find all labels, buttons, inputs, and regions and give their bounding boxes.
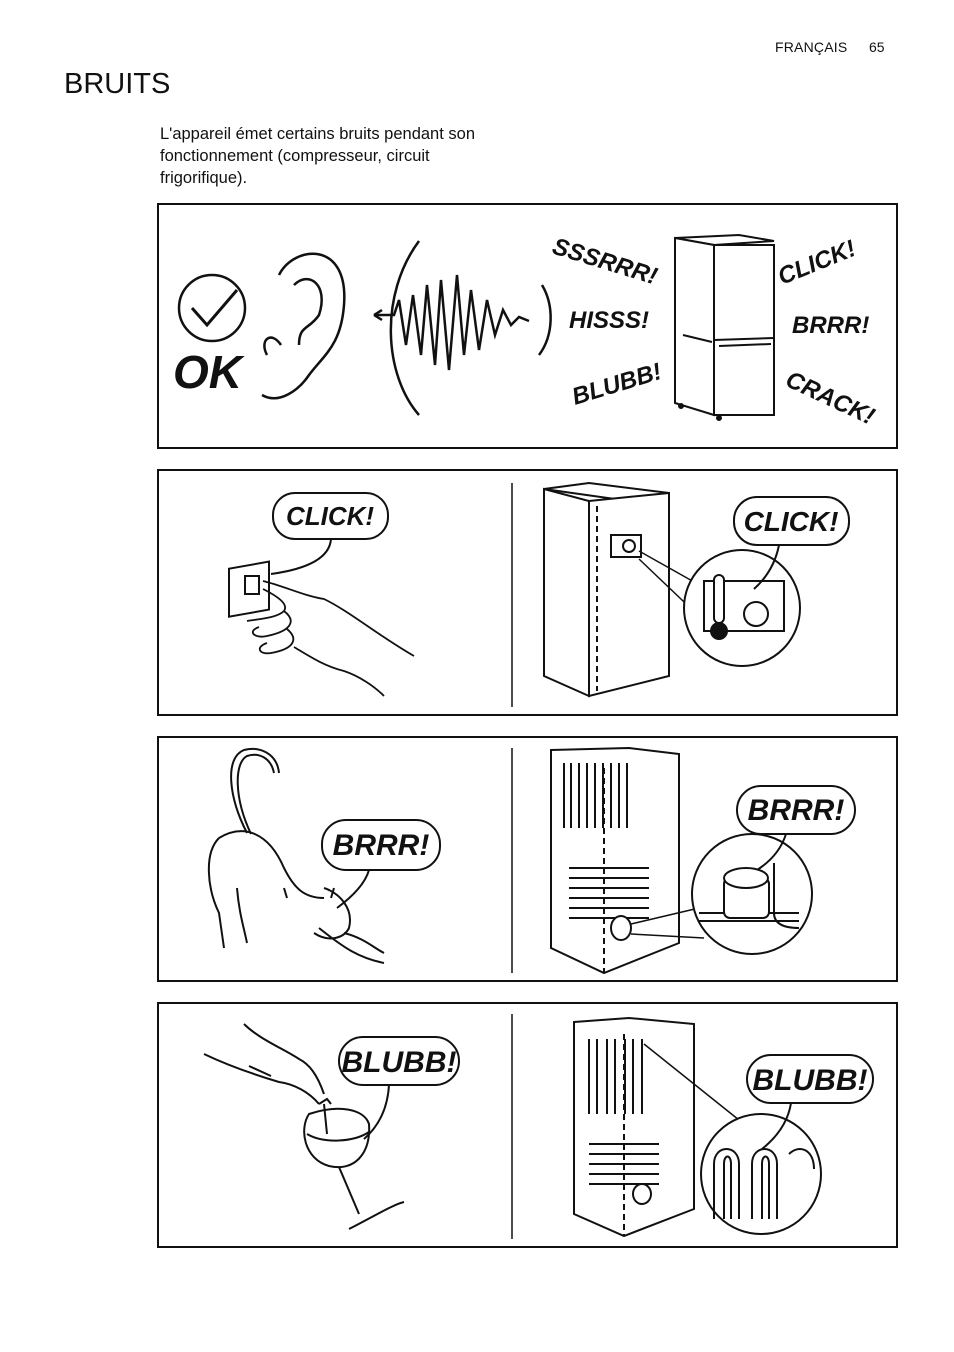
checkmark-icon [177, 273, 247, 343]
svg-text:CLICK!: CLICK! [744, 506, 839, 537]
svg-text:BLUBB!: BLUBB! [342, 1046, 457, 1079]
intro-paragraph: L'appareil émet certains bruits pendant … [160, 125, 476, 187]
brrr-panel: BRRR! BRRR! [157, 736, 898, 982]
svg-text:BRRR!: BRRR! [333, 829, 430, 862]
fridge-icon [543, 481, 670, 698]
svg-text:BRRR!: BRRR! [748, 794, 845, 827]
click-panel: CLICK! [157, 469, 898, 716]
fridge-icon [674, 233, 775, 421]
coil-magnifier [700, 1113, 822, 1235]
sound-hisss: HISSS! [569, 307, 649, 334]
bottle-icon [203, 1023, 332, 1105]
blubb-illustration: BLUBB! BLUBB! [203, 1014, 874, 1239]
speech-bubble-right: BLUBB! [746, 1054, 874, 1150]
speech-bubble-right: CLICK! [733, 496, 850, 590]
speech-bubble-left: BLUBB! [338, 1036, 460, 1140]
page-number: 65 [869, 39, 885, 55]
sound-wave-icon [373, 240, 552, 416]
hand-icon [246, 580, 415, 697]
ok-label: OK [173, 346, 245, 398]
noise-overview-illustration: OK SSSRRR! HISSS! BLUBB! CLICK! [173, 233, 879, 431]
sound-crack: CRACK! [781, 366, 878, 430]
ear-icon [261, 252, 346, 400]
speech-bubble-left: BRRR! [321, 819, 441, 909]
sound-click: CLICK! [774, 235, 860, 291]
noise-overview-panel: OK SSSRRR! HISSS! BLUBB! CLICK! [157, 203, 898, 449]
speech-bubble-left: CLICK! [270, 492, 389, 575]
light-switch-icon [228, 560, 270, 618]
speech-bubble-right: BRRR! [736, 785, 856, 871]
svg-text:BLUBB!: BLUBB! [753, 1064, 868, 1097]
cat-icon [207, 748, 385, 964]
wine-glass-icon [303, 1103, 405, 1230]
sound-brrr: BRRR! [792, 312, 869, 339]
fridge-back-icon [550, 746, 680, 975]
sound-blubb: BLUBB! [569, 358, 665, 411]
sound-sssrrr: SSSRRR! [549, 233, 660, 290]
click-illustration: CLICK! [228, 481, 850, 707]
section-title: BRUITS [64, 68, 171, 100]
compressor-magnifier [691, 833, 813, 955]
svg-text:CLICK!: CLICK! [286, 501, 374, 531]
brrr-illustration: BRRR! BRRR! [207, 746, 856, 975]
language-label: FRANÇAIS [775, 39, 848, 55]
fridge-back-icon [573, 1016, 695, 1238]
thermometer-icon [710, 574, 728, 640]
thermostat-magnifier [683, 549, 801, 667]
blubb-panel: BLUBB! BLUBB! [157, 1002, 898, 1248]
